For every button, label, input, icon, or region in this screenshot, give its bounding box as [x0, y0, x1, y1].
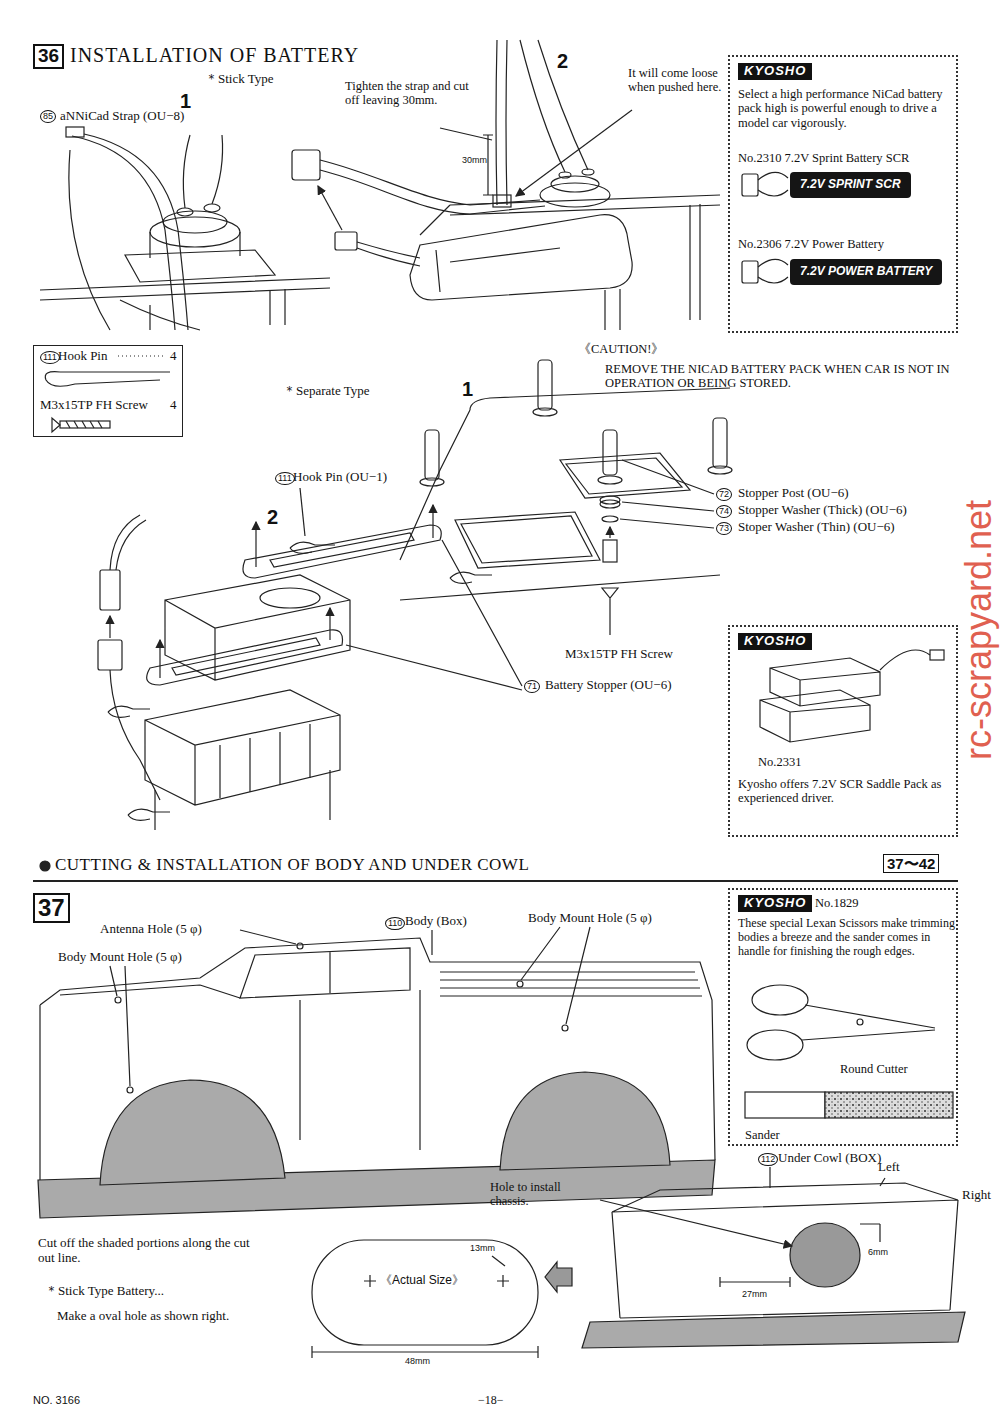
note-text: 《Actual Size》	[380, 1274, 464, 1288]
note-text: Stoper Washer (Thin) (OU−6)	[738, 520, 895, 535]
note-text: Cut off the shaded portions along the cu…	[38, 1236, 253, 1266]
brand-logo: KYOSHO	[738, 895, 812, 912]
note-text: 27mm	[742, 1289, 767, 1299]
advert-box: KYOSHO Select a high performance NiCad ba…	[728, 55, 958, 333]
note-text: 4	[170, 349, 177, 364]
step-number: 2	[557, 50, 568, 73]
note-text: Kyosho offers 7.2V SCR Saddle Pack as ex…	[738, 777, 952, 806]
note-text: Battery Stopper (OU−6)	[545, 678, 671, 693]
brand-logo: KYOSHO	[738, 633, 812, 650]
note-text: No.2331	[758, 755, 801, 769]
note-text: Body (Box)	[405, 914, 467, 929]
note-text: ＊Separate Type	[283, 384, 370, 399]
note-text: M3x15TP FH Screw	[565, 647, 673, 662]
callout-number: 110	[385, 917, 405, 930]
note-text: Antenna Hole (5 φ)	[100, 922, 202, 937]
watermark: rc-scrapyard.net	[958, 500, 999, 760]
callout-number: 72	[716, 488, 732, 501]
callout-number: 71	[524, 680, 540, 693]
note-text: ＊Stick Type	[205, 72, 274, 87]
battery-label: 7.2V SPRINT SCR	[790, 172, 911, 198]
note-text: REMOVE THE NICAD BATTERY PACK WHEN CAR I…	[605, 362, 960, 391]
note-text: 30mm	[462, 155, 487, 165]
brand-logo: KYOSHO	[738, 63, 812, 80]
note-text: 4	[170, 398, 177, 413]
note-text: 《CAUTION!》	[578, 342, 664, 356]
note-text: Hook Pin (OU−1)	[293, 470, 387, 485]
note-text: M3x15TP FH Screw	[40, 398, 148, 413]
battery-label: 7.2V POWER BATTERY	[790, 259, 942, 285]
callout-number: 111	[40, 351, 60, 364]
note-text: Left	[878, 1160, 900, 1175]
note-text: Stopper Post (OU−6)	[738, 486, 849, 501]
step-number: 37	[33, 893, 70, 923]
advert-box: KYOSHO No.2331Kyosho offers 7.2V SCR Sadd…	[728, 625, 958, 837]
callout-number: 112	[758, 1153, 778, 1166]
callout-number: 85	[40, 110, 56, 123]
step-number: 1	[462, 378, 473, 401]
callout-number: 74	[716, 505, 732, 518]
note-text: Right	[962, 1188, 991, 1203]
step-number: 2	[267, 506, 278, 529]
page-title: INSTALLATION OF BATTERY	[70, 44, 359, 67]
advert-box: KYOSHONo.1829These special Lexan Scissor…	[728, 888, 958, 1146]
note-text: Tighten the strap and cut off leaving 30…	[345, 79, 470, 108]
note-text: 6mm	[868, 1247, 888, 1257]
note-text: Make a oval hole as shown right.	[57, 1309, 229, 1324]
callout-number: 73	[716, 522, 732, 535]
note-text: Stopper Washer (Thick) (OU−6)	[738, 503, 907, 518]
note-text: These special Lexan Scissors make trimmi…	[738, 917, 956, 958]
note-text: 13mm	[470, 1243, 495, 1253]
parts-box: 111Hook Pin4M3x15TP FH Screw4	[33, 345, 183, 437]
step-number: 37〜42	[883, 854, 939, 873]
step-number: 36	[33, 44, 64, 69]
note-text: Body Mount Hole (5 φ)	[528, 911, 652, 926]
note-text: Hole to install chassis.	[490, 1180, 600, 1209]
section-heading: CUTTING & INSTALLATION OF BODY AND UNDER…	[55, 855, 529, 875]
note-text: No.1829	[815, 896, 858, 910]
note-text: 48mm	[405, 1356, 430, 1366]
note-text: No.2306 7.2V Power Battery	[738, 237, 884, 251]
note-text: aNNiCad Strap (OU−8)	[60, 109, 184, 124]
note-text: Select a high performance NiCad battery …	[738, 87, 952, 130]
note-text: Hook Pin	[58, 349, 107, 364]
note-text: NO. 3166	[33, 1394, 80, 1407]
note-text: ＊Stick Type Battery...	[45, 1284, 164, 1299]
note-text: Round Cutter	[840, 1062, 908, 1076]
callout-number: 111	[275, 472, 295, 485]
note-text: Under Cowl (BOX)	[778, 1151, 881, 1166]
section-band: CUTTING & INSTALLATION OF BODY AND UNDER…	[33, 850, 958, 882]
note-text: Body Mount Hole (5 φ)	[58, 950, 182, 965]
note-text: No.2310 7.2V Sprint Battery SCR	[738, 151, 909, 165]
note-text: Sander	[745, 1128, 780, 1142]
note-text: −18−	[478, 1394, 504, 1408]
note-text: It will come loose when pushed here.	[628, 66, 733, 95]
